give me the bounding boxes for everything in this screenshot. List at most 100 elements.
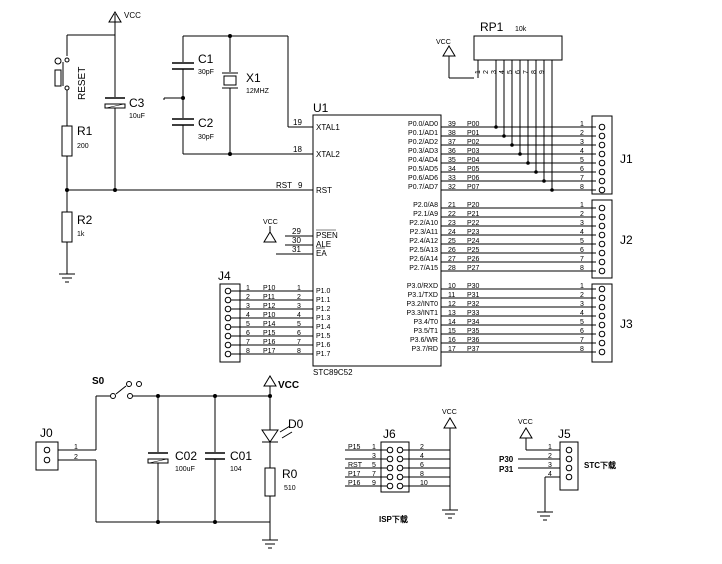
port3-pin-name: P3.1/TXD: [408, 292, 438, 299]
port0-header-pin: [598, 123, 606, 131]
svg-text:XTAL2: XTAL2: [316, 150, 340, 159]
j6-net-label: P15: [348, 444, 361, 451]
rp1-resistor-pack: [473, 35, 563, 61]
port1-pin-name: P1.6: [316, 342, 331, 349]
vcc-power-symbol: VCC: [263, 375, 299, 430]
j6-pin: [386, 482, 394, 490]
port3-pin-name: P3.4/T0: [413, 319, 438, 326]
rp1-junction: [502, 134, 506, 138]
j5-header: [559, 441, 579, 491]
d0-led-icon: [261, 429, 279, 443]
svg-text:18: 18: [293, 145, 302, 154]
svg-text:2: 2: [74, 454, 78, 461]
j6-net-label: RST: [348, 462, 363, 469]
stc-download-label: STC下载: [584, 460, 616, 470]
ground-power-icon: [262, 539, 278, 549]
j5-label: J5: [558, 427, 571, 441]
port1-net-label: P11: [263, 294, 275, 301]
port0-header-pin-number: 3: [580, 139, 584, 146]
port2-pin-name: P2.4/A12: [409, 238, 438, 245]
port3-net-label: P37: [467, 346, 480, 353]
port2-net-label: P22: [467, 220, 480, 227]
j6-pin-number: 1: [372, 444, 376, 451]
port0-net-label: P01: [467, 130, 480, 137]
j4-pin-number: 8: [246, 348, 250, 355]
port0-header-pin: [598, 141, 606, 149]
port2-header-pin-number: 3: [580, 220, 584, 227]
reset-label: RESET: [77, 67, 88, 100]
p31-label: P31: [499, 465, 514, 474]
port0-header-pin: [598, 132, 606, 140]
rp1-label: RP1: [480, 20, 504, 34]
port2-header-pin-number: 7: [580, 256, 584, 263]
port2-header-pin-number: 5: [580, 238, 584, 245]
port1-net-label: P10: [263, 285, 276, 292]
r1-label: R1: [77, 124, 93, 138]
port2-net-label: P26: [467, 256, 480, 263]
port2-header-pin: [598, 240, 606, 248]
svg-text:510: 510: [284, 485, 296, 492]
r2-label: R2: [77, 213, 93, 227]
rp1-junction: [534, 170, 538, 174]
port2-pin-name: P2.7/A15: [409, 265, 438, 272]
j5-pin-number: 3: [548, 462, 552, 469]
s0-switch-icon: [126, 381, 132, 387]
rp1-pin-number: 8: [531, 70, 538, 74]
j4-label: J4: [218, 269, 231, 283]
j4-pin: [224, 350, 232, 358]
r0-label: R0: [282, 467, 298, 481]
j6-pin: [396, 446, 404, 454]
port1-pin-number: 2: [297, 294, 301, 301]
j6-pin: [396, 482, 404, 490]
port1-pin-name: P1.3: [316, 315, 331, 322]
r0-resistor: [264, 467, 276, 497]
port1-net-label: P10: [263, 312, 276, 319]
port0-pin-name: P0.2/AD2: [408, 139, 438, 146]
j4-pin-number: 6: [246, 330, 250, 337]
port0-net-label: P05: [467, 166, 480, 173]
port1-pin-number: 6: [297, 330, 301, 337]
port2-net-label: P27: [467, 265, 480, 272]
j6-pin-number: 6: [420, 462, 424, 469]
port2-header-pin-number: 6: [580, 247, 584, 254]
port0-header-pin-number: 7: [580, 175, 584, 182]
j6-net-label: P16: [348, 480, 361, 487]
port3-header-pin: [598, 285, 606, 293]
port0-pin-number: 39: [448, 121, 456, 128]
port2-pin-number: 25: [448, 238, 456, 245]
reset-button-icon: [54, 57, 62, 65]
port0-net-label: P03: [467, 148, 480, 155]
port3-pin-number: 11: [448, 292, 455, 299]
j5-pin: [565, 446, 573, 454]
port1-net-label: P14: [263, 321, 276, 328]
u1-label: U1: [313, 101, 329, 115]
c02-label: C02: [175, 449, 197, 463]
r2-resistor: [61, 211, 73, 243]
j4-pin: [224, 296, 232, 304]
svg-text:1k: 1k: [77, 231, 85, 238]
rp1-junction: [542, 179, 546, 183]
reset-button-body: [54, 69, 62, 87]
port2-header-pin: [598, 267, 606, 275]
port2-pin-number: 21: [448, 202, 456, 209]
port3-header-pin: [598, 303, 606, 311]
x1-label: X1: [246, 71, 261, 85]
svg-text:C3: C3: [129, 96, 145, 110]
svg-text:19: 19: [293, 118, 302, 127]
j6-pin: [396, 455, 404, 463]
port3-header-pin-number: 4: [580, 310, 584, 317]
port3-pin-number: 12: [448, 301, 456, 308]
j4-pin-number: 1: [246, 285, 250, 292]
port0-header-pin-number: 4: [580, 148, 584, 155]
c2-label: C2: [198, 116, 214, 130]
port2-header-pin-number: 4: [580, 229, 584, 236]
svg-text:200: 200: [77, 143, 89, 150]
port0-pin-name: P0.4/AD4: [408, 157, 438, 164]
port3-pin-number: 10: [448, 283, 456, 290]
port2-header-pin: [598, 258, 606, 266]
svg-text:10k: 10k: [515, 26, 527, 33]
port3-header-pin-number: 7: [580, 337, 584, 344]
port3-header-pin-number: 5: [580, 319, 584, 326]
port3-net-label: P33: [467, 310, 480, 317]
port0-pin-number: 35: [448, 157, 456, 164]
